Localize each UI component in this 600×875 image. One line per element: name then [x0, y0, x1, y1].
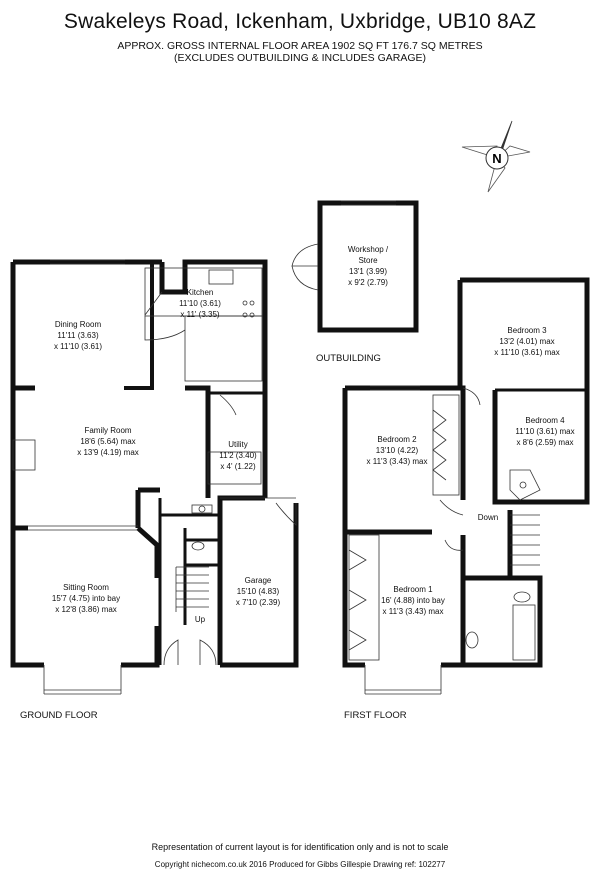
utility-name: Utility: [228, 440, 248, 449]
sitting-room-dim1: 15'7 (4.75) into bay: [52, 594, 120, 603]
floor-area-note: (EXCLUDES OUTBUILDING & INCLUDES GARAGE): [173, 52, 427, 64]
bedroom4-name: Bedroom 4: [525, 416, 565, 425]
page-title: Swakeleys Road, Ickenham, Uxbridge, UB10…: [63, 10, 537, 33]
room-labels: Dining Room 11'11 (3.63) x 11'10 (3.61) …: [52, 245, 575, 624]
floor-area-line: APPROX. GROSS INTERNAL FLOOR AREA 1902 S…: [117, 40, 483, 52]
bedroom1-name: Bedroom 1: [393, 585, 433, 594]
sitting-room-name: Sitting Room: [63, 583, 109, 592]
family-room-dim1: 18'6 (5.64) max: [80, 437, 135, 446]
ground-floor-label: GROUND FLOOR: [20, 710, 98, 721]
ground-floor-details: [12, 259, 297, 695]
outbuilding-walls: [317, 200, 419, 333]
kitchen-dim1: 11'10 (3.61): [179, 299, 221, 308]
workshop-name-line2: Store: [358, 256, 378, 265]
disclaimer-text: Representation of current layout is for …: [151, 842, 449, 852]
sitting-room-dim2: x 12'8 (3.86) max: [55, 605, 117, 614]
family-room-dim2: x 13'9 (4.19) max: [77, 448, 139, 457]
dining-room-name: Dining Room: [55, 320, 102, 329]
bedroom4-dim1: 11'10 (3.61) max: [515, 427, 574, 436]
bedroom4-dim2: x 8'6 (2.59) max: [516, 438, 573, 447]
workshop-dim1: 13'1 (3.99): [349, 267, 387, 276]
bedroom2-dim2: x 11'3 (3.43) max: [367, 457, 428, 466]
bedroom2-name: Bedroom 2: [377, 435, 417, 444]
utility-dim1: 11'2 (3.40): [219, 451, 257, 460]
workshop-name-line1: Workshop /: [348, 245, 389, 254]
dining-room-dim1: 11'11 (3.63): [57, 331, 99, 340]
utility-dim2: x 4' (1.22): [220, 462, 256, 471]
bedroom1-dim1: 16' (4.88) into bay: [381, 596, 445, 605]
compass-icon: N: [461, 120, 531, 193]
garage-name: Garage: [245, 576, 272, 585]
bedroom1-dim2: x 11'3 (3.43) max: [383, 607, 444, 616]
first-floor-label: FIRST FLOOR: [344, 710, 407, 721]
dining-room-dim2: x 11'10 (3.61): [54, 342, 102, 351]
stairs-down-label: Down: [478, 513, 498, 522]
bedroom2-dim1: 13'10 (4.22): [376, 446, 419, 455]
stairs-up-label: Up: [195, 615, 206, 624]
workshop-dim2: x 9'2 (2.79): [348, 278, 388, 287]
ground-floor-walls: [10, 259, 299, 668]
compass-letter: N: [492, 151, 501, 166]
kitchen-name: Kitchen: [187, 288, 214, 297]
garage-dim2: x 7'10 (2.39): [236, 598, 281, 607]
outbuilding-label: OUTBUILDING: [316, 353, 381, 364]
copyright-text: Copyright nichecom.co.uk 2016 Produced f…: [154, 860, 446, 869]
kitchen-dim2: x 11' (3.35): [180, 310, 220, 319]
bedroom3-dim2: x 11'10 (3.61) max: [494, 348, 559, 357]
first-floor-details: [348, 277, 560, 695]
garage-dim1: 15'10 (4.83): [237, 587, 280, 596]
family-room-name: Family Room: [84, 426, 131, 435]
bedroom3-dim1: 13'2 (4.01) max: [499, 337, 554, 346]
outbuilding-details: [291, 200, 396, 291]
bedroom3-name: Bedroom 3: [507, 326, 547, 335]
